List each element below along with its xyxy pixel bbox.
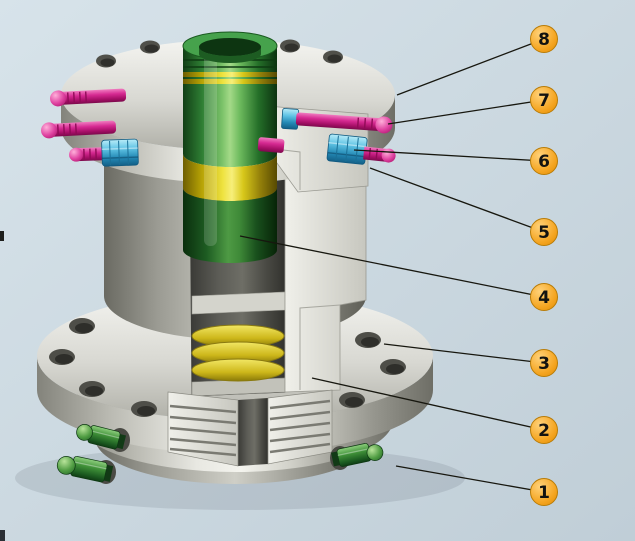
grease-fitting (56, 456, 114, 483)
spool-body (104, 149, 367, 397)
callout-circle (530, 416, 558, 444)
callout-number: 7 (538, 91, 550, 111)
callout-number: 8 (538, 30, 550, 50)
leader-line-4 (239, 235, 545, 298)
bore-shoulder-upper (191, 291, 286, 315)
leader-line-8 (396, 38, 545, 96)
leader-line-5 (369, 167, 545, 233)
thread-sections (167, 389, 333, 467)
callout-number: 6 (538, 152, 550, 172)
callout-circle (530, 25, 558, 53)
leader-line-6 (353, 149, 545, 162)
callout-badge-3: 3 (530, 349, 558, 377)
stud-bolt (281, 108, 393, 134)
callout-circle (530, 283, 558, 311)
leader-line-3 (383, 343, 545, 364)
callout-badge-1: 1 (530, 478, 558, 506)
callout-badge-7: 7 (530, 86, 558, 114)
scan-speck-corner (0, 530, 5, 541)
callout-number: 2 (538, 421, 550, 441)
bottom-flange-side (37, 356, 433, 454)
callout-number: 1 (538, 483, 550, 503)
leader-line-7 (387, 99, 545, 125)
stud-and-nut (69, 138, 139, 167)
callout-badge-2: 2 (530, 416, 558, 444)
stud-bolt (50, 88, 127, 107)
stud-bolts-left (41, 88, 139, 167)
callout-badge-5: 5 (530, 218, 558, 246)
callout-badge-6: 6 (530, 147, 558, 175)
stud-bolts-right (257, 108, 396, 165)
callout-number: 5 (538, 223, 550, 243)
leader-line-2 (311, 377, 545, 431)
valve-fittings (56, 424, 384, 484)
bottom-flange-bolt-holes (49, 318, 406, 417)
hanger-body-lower (183, 188, 277, 263)
hanger-thin-band-2 (183, 79, 277, 84)
cut-face-step-line (299, 304, 341, 390)
hanger-yellow-band (183, 154, 277, 201)
callout-badge-8: 8 (530, 25, 558, 53)
callout-circle (530, 349, 558, 377)
grease-fitting (76, 424, 127, 450)
callout-circle (530, 147, 558, 175)
seal-rings (191, 324, 285, 382)
hanger-highlight (204, 50, 217, 246)
hex-nut (101, 138, 139, 167)
callouts: 8 7 6 5 4 3 2 1 (239, 25, 558, 506)
hanger-bore-hole (199, 38, 261, 56)
stud-bolt (41, 120, 117, 139)
callout-circle (530, 478, 558, 506)
callout-circle (530, 218, 558, 246)
callout-number: 4 (538, 288, 550, 308)
top-flange-bolt-holes (96, 39, 343, 68)
callout-circle (530, 86, 558, 114)
callout-number: 3 (538, 354, 550, 374)
callout-badge-4: 4 (530, 283, 558, 311)
hanger-thin-band-1 (183, 72, 277, 77)
casing-hanger (182, 31, 278, 263)
thread-slot-dark (238, 398, 268, 466)
grease-fitting (331, 443, 384, 467)
leader-line-1 (395, 465, 545, 493)
stud-cross-section (257, 137, 285, 153)
scan-speck-left (0, 231, 4, 241)
hanger-bore-wall (199, 47, 261, 63)
